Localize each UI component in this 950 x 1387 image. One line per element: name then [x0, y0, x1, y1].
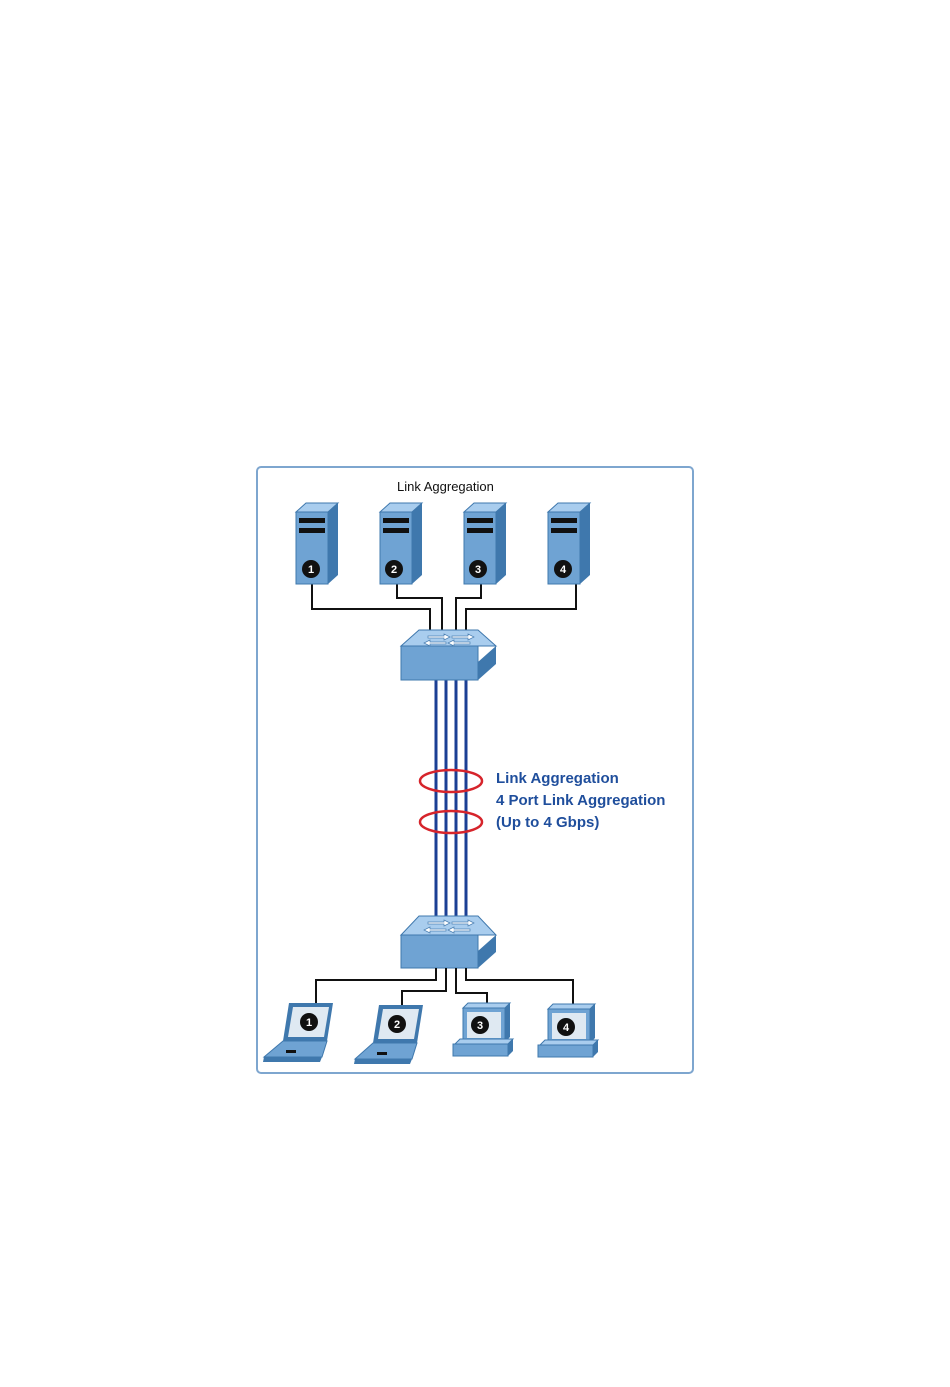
server-2: 2: [380, 503, 422, 584]
server-1: 1: [296, 503, 338, 584]
client-number-4: 4: [563, 1022, 570, 1034]
annotation-line-3: (Up to 4 Gbps): [496, 814, 599, 831]
server-number-1: 1: [308, 564, 314, 576]
client-number-1: 1: [306, 1017, 312, 1029]
diagram-title: Link Aggregation: [397, 479, 494, 494]
annotation-line-1: Link Aggregation: [496, 770, 619, 787]
client-number-3: 3: [477, 1020, 483, 1032]
server-number-2: 2: [391, 564, 397, 576]
server-number-4: 4: [560, 564, 567, 576]
server-3: 3: [464, 503, 506, 584]
annotation-line-2: 4 Port Link Aggregation: [496, 792, 665, 809]
server-number-3: 3: [475, 564, 481, 576]
client-number-2: 2: [394, 1019, 400, 1031]
server-4: 4: [548, 503, 590, 584]
